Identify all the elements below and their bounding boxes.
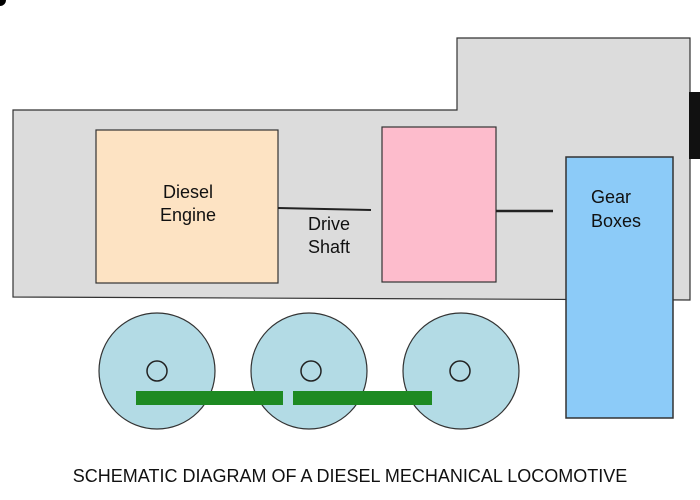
wheel-2 (250, 312, 368, 430)
diesel-engine-label-line1: Diesel (163, 182, 213, 202)
diagram-caption: SCHEMATIC DIAGRAM OF A DIESEL MECHANICAL… (73, 466, 627, 486)
gear-boxes-label-line1: Gear (591, 187, 631, 207)
drive-shaft-label-line2: Shaft (308, 237, 350, 257)
wheel-1-hub (146, 360, 168, 382)
coupling-box (381, 126, 497, 283)
wheel-1 (98, 312, 216, 430)
wheel-1-rim (98, 312, 216, 430)
buffer-plate (689, 92, 700, 159)
diesel-engine-label-line2: Engine (160, 205, 216, 225)
drive-shaft-line (277, 207, 372, 211)
coupling-rod-left (136, 391, 283, 405)
wheel-2-hub (300, 360, 322, 382)
drive-shaft-label-line1: Drive (308, 214, 350, 234)
corner-mark (0, 0, 6, 6)
wheel-3-hub (449, 360, 471, 382)
diesel-engine-box (95, 129, 279, 284)
wheel-3-rim (402, 312, 520, 430)
wheel-2-rim (250, 312, 368, 430)
gear-boxes-label-line2: Boxes (591, 211, 641, 231)
coupling-rod-right (293, 391, 432, 405)
gear-boxes-box (565, 156, 674, 419)
wheel-3 (402, 312, 520, 430)
